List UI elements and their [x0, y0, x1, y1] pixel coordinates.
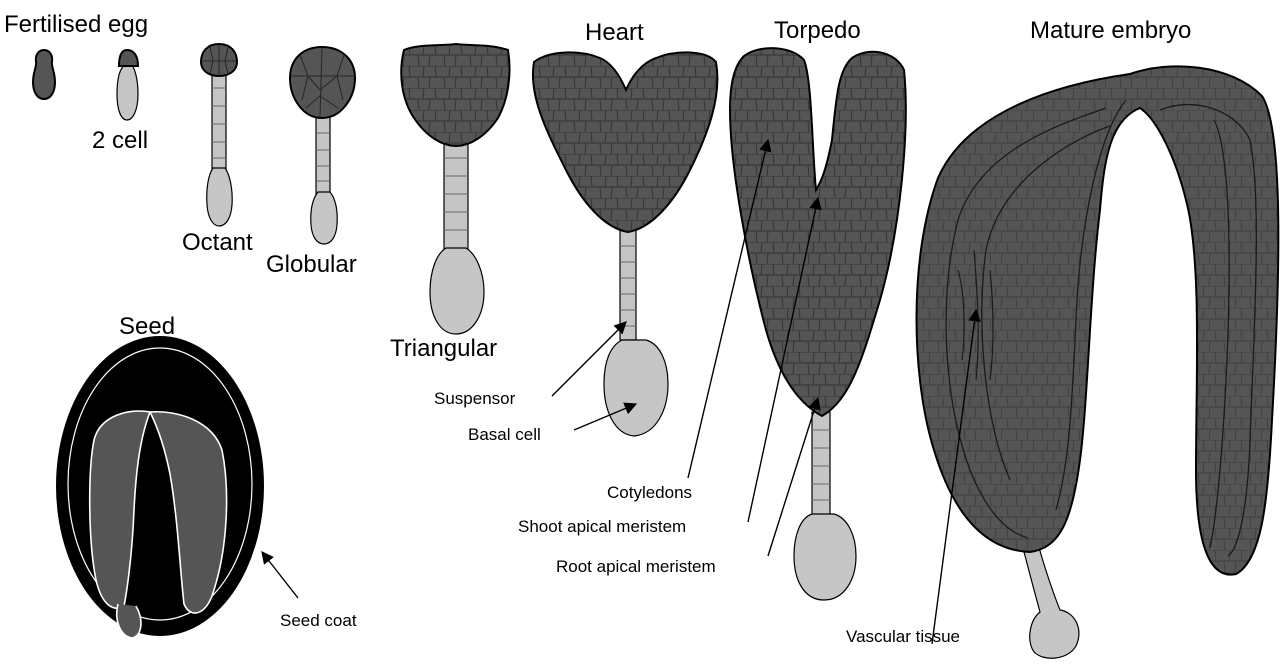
label-seed-coat: Seed coat — [280, 611, 357, 630]
label-suspensor: Suspensor — [434, 389, 516, 408]
fertilised-egg-drawing — [33, 50, 55, 99]
label-cotyledons: Cotyledons — [607, 483, 692, 502]
label-root-apical-meristem: Root apical meristem — [556, 557, 716, 576]
label-octant: Octant — [182, 229, 253, 256]
cotyledons-pointer — [688, 140, 768, 478]
label-triangular: Triangular — [390, 335, 497, 362]
label-basal-cell: Basal cell — [468, 425, 541, 444]
label-torpedo: Torpedo — [774, 17, 861, 44]
two-cell-drawing — [117, 50, 138, 120]
octant-drawing — [201, 44, 237, 226]
torpedo-drawing — [730, 48, 906, 600]
label-vascular-tissue: Vascular tissue — [846, 627, 960, 646]
label-seed: Seed — [119, 313, 175, 340]
label-two-cell: 2 cell — [92, 127, 148, 154]
label-shoot-apical-meristem: Shoot apical meristem — [518, 517, 686, 536]
heart-drawing — [533, 52, 717, 436]
label-heart: Heart — [585, 19, 644, 46]
label-mature-embryo: Mature embryo — [1030, 17, 1191, 44]
seed-drawing — [56, 336, 264, 638]
seed-coat-pointer — [262, 552, 298, 598]
label-fertilised-egg: Fertilised egg — [4, 11, 148, 38]
triangular-drawing — [401, 44, 509, 334]
mature-embryo-drawing — [917, 66, 1279, 658]
globular-drawing — [290, 47, 355, 244]
label-globular: Globular — [266, 251, 357, 278]
